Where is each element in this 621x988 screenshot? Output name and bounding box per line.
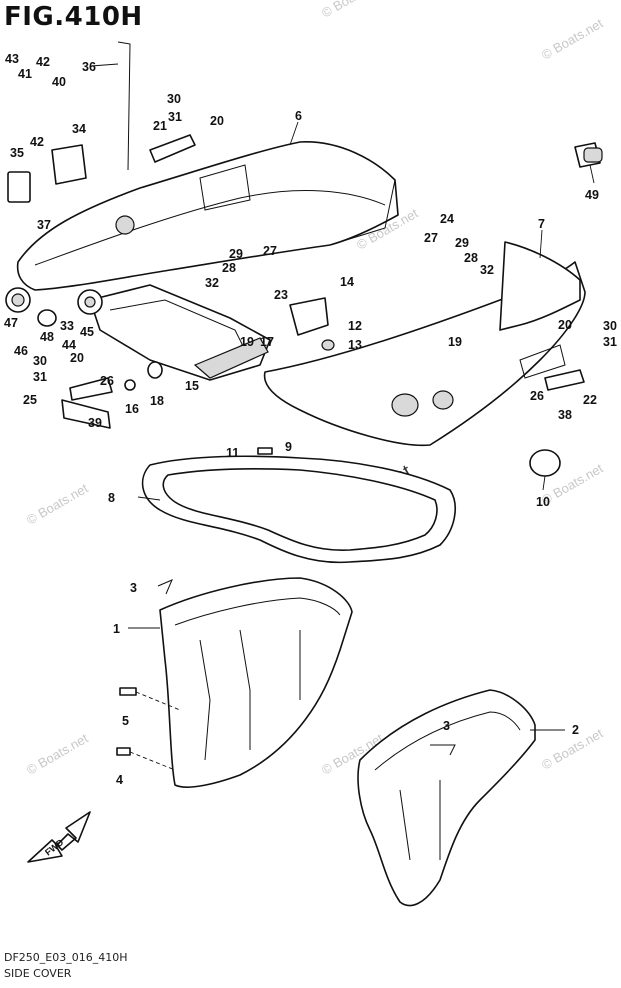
part-label: 21 bbox=[153, 119, 167, 133]
part-6-upper-cover-left bbox=[16, 141, 399, 291]
part-label: 23 bbox=[274, 288, 288, 302]
part-label: 8 bbox=[108, 491, 115, 505]
part-label: 30 bbox=[603, 319, 617, 333]
part-label: 32 bbox=[205, 276, 219, 290]
figure-code: DF250_E03_016_410H bbox=[4, 951, 128, 964]
part-label: 42 bbox=[30, 135, 44, 149]
part-label: 42 bbox=[36, 55, 50, 69]
part-label: 39 bbox=[88, 416, 102, 430]
part-2-lower-cover-right bbox=[357, 689, 536, 907]
part-label: 28 bbox=[222, 261, 236, 275]
part-label: 3 bbox=[443, 719, 450, 733]
part-label: 30 bbox=[33, 354, 47, 368]
part-label: 34 bbox=[72, 122, 86, 136]
part-label: 16 bbox=[125, 402, 139, 416]
part-label: 20 bbox=[70, 351, 84, 365]
part-label: 25 bbox=[23, 393, 37, 407]
part-label: 18 bbox=[150, 394, 164, 408]
part-label: 13 bbox=[348, 338, 362, 352]
part-label: 26 bbox=[530, 389, 544, 403]
part-label: 29 bbox=[229, 247, 243, 261]
part-label: 32 bbox=[480, 263, 494, 277]
part-label: 10 bbox=[536, 495, 550, 509]
part-label: 43 bbox=[5, 52, 19, 66]
part-label: 7 bbox=[538, 217, 545, 231]
part-label: 47 bbox=[4, 316, 18, 330]
part-label: 14 bbox=[340, 275, 354, 289]
part-label: 44 bbox=[62, 338, 76, 352]
part-label: 9 bbox=[285, 440, 292, 454]
part-label: 48 bbox=[40, 330, 54, 344]
part-label: 30 bbox=[167, 92, 181, 106]
part-label: 2 bbox=[572, 723, 579, 737]
watermark: © Boats.net bbox=[24, 730, 91, 777]
figure-title: FIG.410H bbox=[4, 2, 143, 32]
part-label: 19 bbox=[240, 335, 254, 349]
part-label: 37 bbox=[37, 218, 51, 232]
part-15-inner-bracket bbox=[89, 284, 271, 381]
part-label: 24 bbox=[440, 212, 454, 226]
part-label: 35 bbox=[10, 146, 24, 160]
part-label: 40 bbox=[52, 75, 66, 89]
watermark: © Boats.net bbox=[24, 480, 91, 527]
part-label: 41 bbox=[18, 67, 32, 81]
part-label: 26 bbox=[100, 374, 114, 388]
leader-lines bbox=[90, 63, 595, 771]
part-label: 49 bbox=[585, 188, 599, 202]
part-label: 17 bbox=[260, 335, 274, 349]
part-7-upper-cover-right bbox=[263, 241, 586, 447]
part-label: 27 bbox=[424, 231, 438, 245]
part-label: 28 bbox=[464, 251, 478, 265]
part-label: 27 bbox=[263, 244, 277, 258]
part-label: 20 bbox=[210, 114, 224, 128]
part-label-group: 1 2 3 3 4 5 6 7 8 9 10 11 12 13 14 15 16… bbox=[4, 52, 617, 787]
part-label: 15 bbox=[185, 379, 199, 393]
part-label: 19 bbox=[448, 335, 462, 349]
part-8-seal bbox=[141, 455, 456, 564]
part-label: 1 bbox=[113, 622, 120, 636]
part-label: 31 bbox=[603, 335, 617, 349]
part-label: 12 bbox=[348, 319, 362, 333]
part-label: 4 bbox=[116, 773, 123, 787]
part-label: 31 bbox=[33, 370, 47, 384]
part-label: 46 bbox=[14, 344, 28, 358]
figure-name: SIDE COVER bbox=[4, 967, 72, 980]
part-label: 38 bbox=[558, 408, 572, 422]
part-label: 20 bbox=[558, 318, 572, 332]
part-label: 36 bbox=[82, 60, 96, 74]
part-label: 22 bbox=[583, 393, 597, 407]
part-1-lower-cover-left bbox=[159, 577, 353, 788]
watermark: © Boats.net bbox=[319, 0, 386, 21]
part-label: 45 bbox=[80, 325, 94, 339]
part-label: 29 bbox=[455, 236, 469, 250]
small-parts bbox=[5, 41, 603, 756]
part-label: 33 bbox=[60, 319, 74, 333]
part-label: 3 bbox=[130, 581, 137, 595]
part-label: 31 bbox=[168, 110, 182, 124]
part-label: 6 bbox=[295, 109, 302, 123]
fwd-arrow-icon: FWD bbox=[27, 811, 91, 863]
part-label: 5 bbox=[122, 714, 129, 728]
watermark: © Boats.net bbox=[539, 15, 606, 62]
part-label: 11 bbox=[226, 446, 239, 460]
